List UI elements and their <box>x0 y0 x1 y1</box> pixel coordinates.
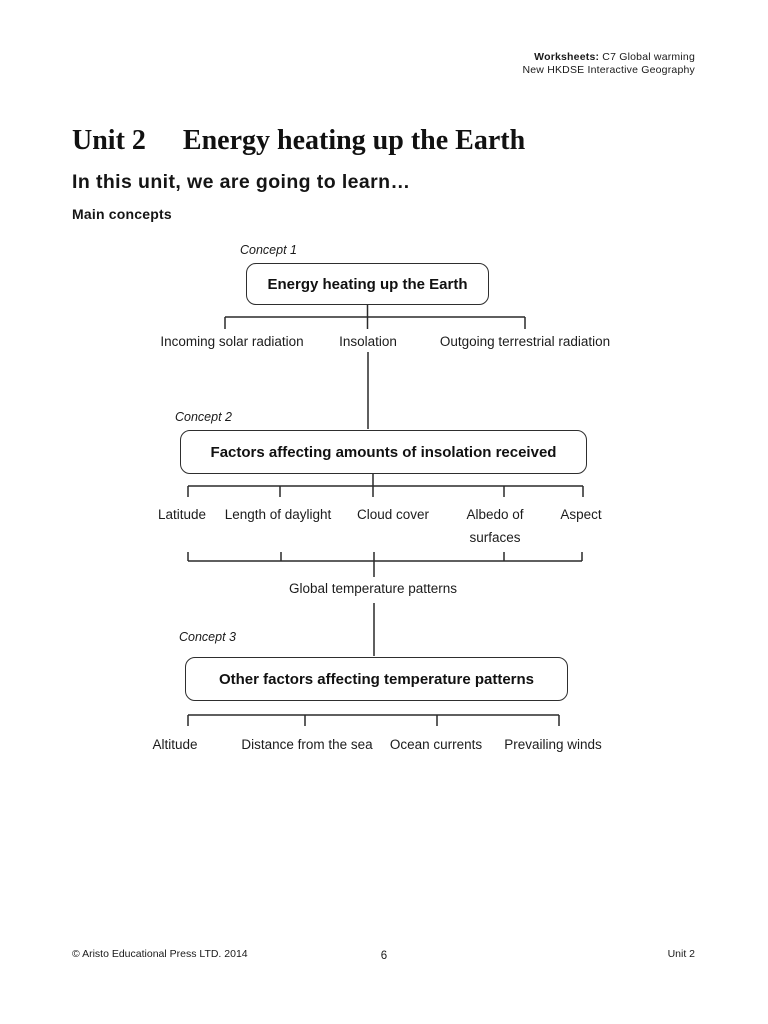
concept1-branch-incoming-solar-radiation: Incoming solar radiation <box>160 334 304 349</box>
intro-heading: In this unit, we are going to learn… <box>72 171 411 193</box>
main-concepts-heading: Main concepts <box>72 206 172 222</box>
concept3-branch-altitude: Altitude <box>152 737 198 752</box>
header-line1: Worksheets: C7 Global warming <box>522 51 695 64</box>
global-temperature-patterns-label: Global temperature patterns <box>288 581 458 596</box>
header-worksheets-label: Worksheets: <box>534 51 600 63</box>
unit-title-text: Energy heating up the Earth <box>182 124 526 156</box>
copyright-text: © Aristo Educational Press LTD. 2014 <box>72 948 248 960</box>
concept3-box: Other factors affecting temperature patt… <box>185 657 568 701</box>
concept1-branch-outgoing-terrestrial-radiation: Outgoing terrestrial radiation <box>439 334 611 349</box>
concept3-label: Concept 3 <box>179 630 236 644</box>
unit-number: Unit 2 <box>72 124 146 156</box>
concept1-branch-insolation: Insolation <box>339 334 397 349</box>
page-title: Unit 2 Energy heating up the Earth <box>72 122 525 160</box>
header-chapter-label: C7 Global warming <box>599 51 695 63</box>
concept2-branch-cloud-cover: Cloud cover <box>356 507 430 522</box>
concept3-branch-ocean-currents: Ocean currents <box>389 737 483 752</box>
concept3-branch-distance-from-the-sea: Distance from the sea <box>241 737 373 752</box>
concept2-branch-latitude: Latitude <box>157 507 207 522</box>
concept2-label: Concept 2 <box>175 410 232 424</box>
concept3-branch-prevailing-winds: Prevailing winds <box>504 737 602 752</box>
concept2-branch-aspect: Aspect <box>560 507 602 522</box>
footer-unit-label: Unit 2 <box>667 948 695 960</box>
concept1-label: Concept 1 <box>240 243 297 257</box>
concept1-box: Energy heating up the Earth <box>246 263 489 305</box>
concept2-branch-length-of-daylight: Length of daylight <box>224 507 332 522</box>
page-number: 6 <box>380 950 388 962</box>
running-header: Worksheets: C7 Global warming New HKDSE … <box>522 51 695 77</box>
concept2-branch-albedo-of-surfaces: Albedo of surfaces <box>466 507 524 545</box>
header-line2: New HKDSE Interactive Geography <box>522 64 695 76</box>
concept2-box: Factors affecting amounts of insolation … <box>180 430 587 474</box>
